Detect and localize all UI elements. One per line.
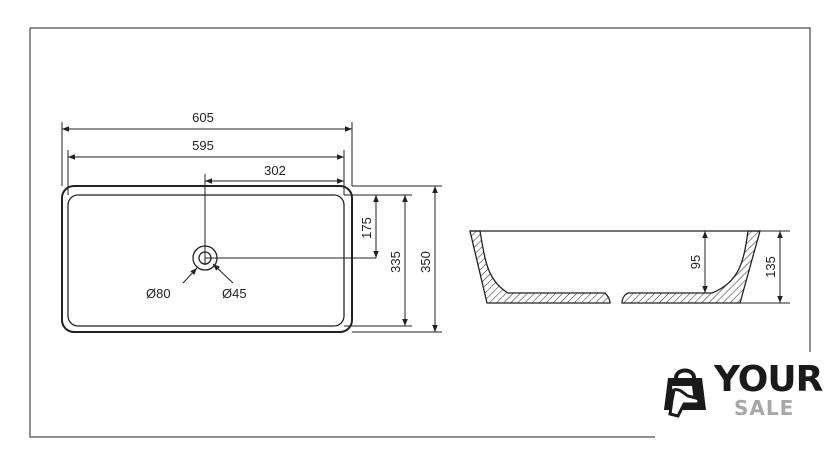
dim-605-label: 605: [192, 110, 214, 125]
dia-45-label: Ø45: [222, 286, 247, 301]
basin-inner-outline: [67, 194, 345, 327]
dia-45-leader: [212, 263, 234, 284]
shopping-bag-hand-icon: [664, 368, 706, 418]
dim-135-label: 135: [763, 256, 778, 278]
dia-80-label: Ø80: [146, 286, 171, 301]
logo-word-your: YOUR: [714, 359, 823, 400]
section-left-wall: [469, 230, 611, 304]
dim-595-label: 595: [192, 138, 214, 153]
dim-302-label: 302: [264, 163, 286, 178]
dim-350-label: 350: [418, 251, 433, 273]
logo-word-sale: SALE: [734, 396, 795, 420]
top-view: 605 595 302 175 335 350 Ø80 Ø45: [61, 110, 442, 333]
drawing-frame: [29, 27, 811, 438]
side-view: 95 135: [469, 230, 790, 304]
brand-logo: YOUR SALE: [662, 360, 832, 422]
dim-335-label: 335: [388, 251, 403, 273]
basin-outer-outline: [61, 185, 353, 333]
dim-175-label: 175: [359, 217, 374, 239]
dim-95-label: 95: [688, 255, 703, 269]
section-right-wall: [621, 230, 761, 304]
dia-80-leader: [182, 267, 198, 284]
